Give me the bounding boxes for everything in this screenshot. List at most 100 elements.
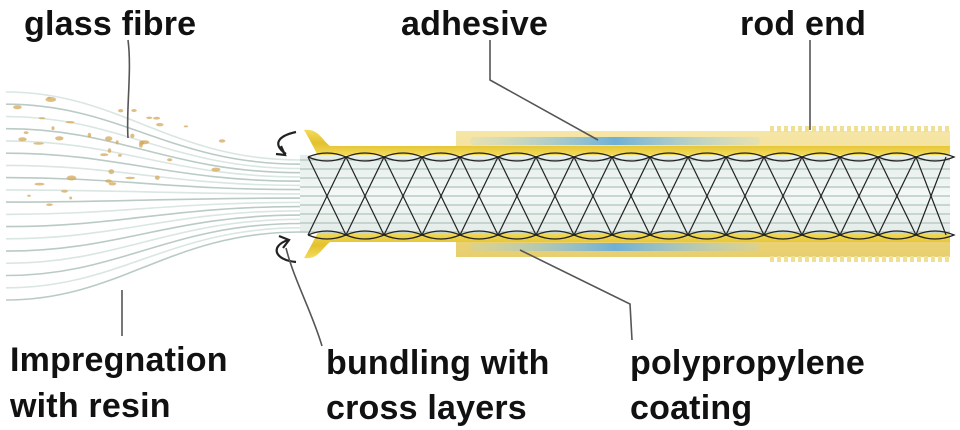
glass-fibre-strand	[5, 91, 301, 161]
thread-tooth	[896, 256, 900, 262]
thread-tooth	[924, 126, 928, 132]
resin-droplet	[105, 179, 112, 183]
label-impregnation-line2: with resin	[10, 387, 171, 425]
leader-adhesive	[489, 40, 599, 141]
curved-arrow-icon	[275, 130, 297, 157]
curved-arrow-icon	[275, 234, 297, 264]
cross-winding	[763, 156, 803, 236]
thread-tooth	[854, 256, 858, 262]
resin-droplet	[87, 132, 92, 138]
resin-droplet	[13, 105, 22, 110]
thread-tooth	[847, 256, 851, 262]
cross-winding	[915, 156, 947, 236]
thread-tooth	[798, 256, 802, 262]
glass-fibre-strand	[5, 103, 301, 165]
label-rod-end: rod end	[740, 5, 867, 43]
thread-tooth	[938, 256, 942, 262]
thread-tooth	[798, 126, 802, 132]
thread-tooth	[784, 126, 788, 132]
glass-fibre-strand	[5, 205, 301, 228]
cross-winding	[877, 156, 917, 236]
resin-droplet	[140, 140, 150, 145]
thread-tooth	[868, 126, 872, 132]
glass-fibre-strand	[5, 201, 301, 216]
glass-fibre-strand	[5, 140, 301, 178]
glass-fibre-strand	[5, 227, 301, 289]
resin-droplet	[117, 154, 122, 157]
glass-fibre-strand	[5, 164, 301, 187]
glass-fibre-strand	[5, 176, 301, 191]
label-polypropylene-line2: coating	[630, 389, 753, 427]
thread-tooth	[917, 256, 921, 262]
cross-winding	[459, 156, 499, 236]
thread-tooth	[833, 126, 837, 132]
resin-droplet	[125, 176, 136, 180]
thread-tooth	[854, 126, 858, 132]
resin-droplet	[183, 125, 189, 128]
resin-droplet	[65, 121, 75, 124]
cross-winding	[535, 156, 575, 236]
leader-bundling	[285, 247, 323, 347]
resin-droplet	[27, 194, 31, 197]
thread-tooth	[931, 126, 935, 132]
resin-droplet	[118, 109, 124, 113]
thread-tooth	[910, 256, 914, 262]
adhesive-layer	[470, 137, 760, 251]
resin-droplet	[146, 116, 153, 120]
glass-fibre-strands	[5, 91, 301, 301]
resin-droplet	[38, 117, 46, 120]
resin-droplet	[55, 136, 64, 141]
cross-winding	[497, 156, 537, 236]
resin-droplet	[211, 167, 221, 172]
thread-tooth	[833, 256, 837, 262]
thread-tooth	[819, 126, 823, 132]
glass-fibre-strand	[5, 214, 301, 252]
cross-winding	[725, 156, 765, 236]
thread-tooth	[840, 256, 844, 262]
thread-tooth	[945, 256, 949, 262]
resin-droplet	[69, 196, 73, 200]
thread-tooth	[861, 126, 865, 132]
thread-tooth	[924, 256, 928, 262]
resin-droplet	[66, 175, 77, 181]
resin-droplet	[18, 137, 27, 142]
label-impregnation-line1: Impregnation	[10, 341, 228, 379]
resin-droplet	[34, 182, 45, 186]
cross-winding	[383, 156, 423, 236]
resin-droplet	[131, 109, 137, 112]
label-adhesive: adhesive	[401, 5, 549, 43]
cross-winding	[687, 156, 727, 236]
leader-lines	[121, 39, 811, 347]
thread-tooth	[861, 256, 865, 262]
cross-winding	[421, 156, 461, 236]
rod-end-thread-top	[770, 126, 949, 132]
rod-end-thread-bottom	[770, 256, 949, 262]
thread-tooth	[791, 256, 795, 262]
cross-winding	[649, 156, 689, 236]
resin-droplet	[115, 140, 119, 145]
label-bundling-line1: bundling with	[326, 344, 550, 382]
label-glass-fibre: glass fibre	[24, 5, 197, 43]
thread-tooth	[931, 256, 935, 262]
resin-droplets	[13, 96, 226, 206]
thread-tooth	[903, 256, 907, 262]
cross-winding	[345, 156, 385, 236]
thread-tooth	[805, 126, 809, 132]
glass-fibre-strand	[5, 189, 301, 195]
thread-tooth	[889, 126, 893, 132]
thread-tooth	[777, 256, 781, 262]
thread-tooth	[777, 126, 781, 132]
thread-tooth	[903, 126, 907, 132]
resin-droplet	[154, 175, 160, 180]
resin-droplet	[46, 203, 53, 206]
resin-droplet	[156, 123, 164, 127]
resin-droplet	[153, 116, 161, 120]
resin-droplet	[23, 131, 29, 135]
thread-tooth	[938, 126, 942, 132]
fibre-core	[300, 155, 950, 233]
resin-droplet	[107, 148, 112, 153]
cross-layer-winding	[307, 152, 956, 240]
cross-winding	[801, 156, 841, 236]
thread-tooth	[945, 126, 949, 132]
